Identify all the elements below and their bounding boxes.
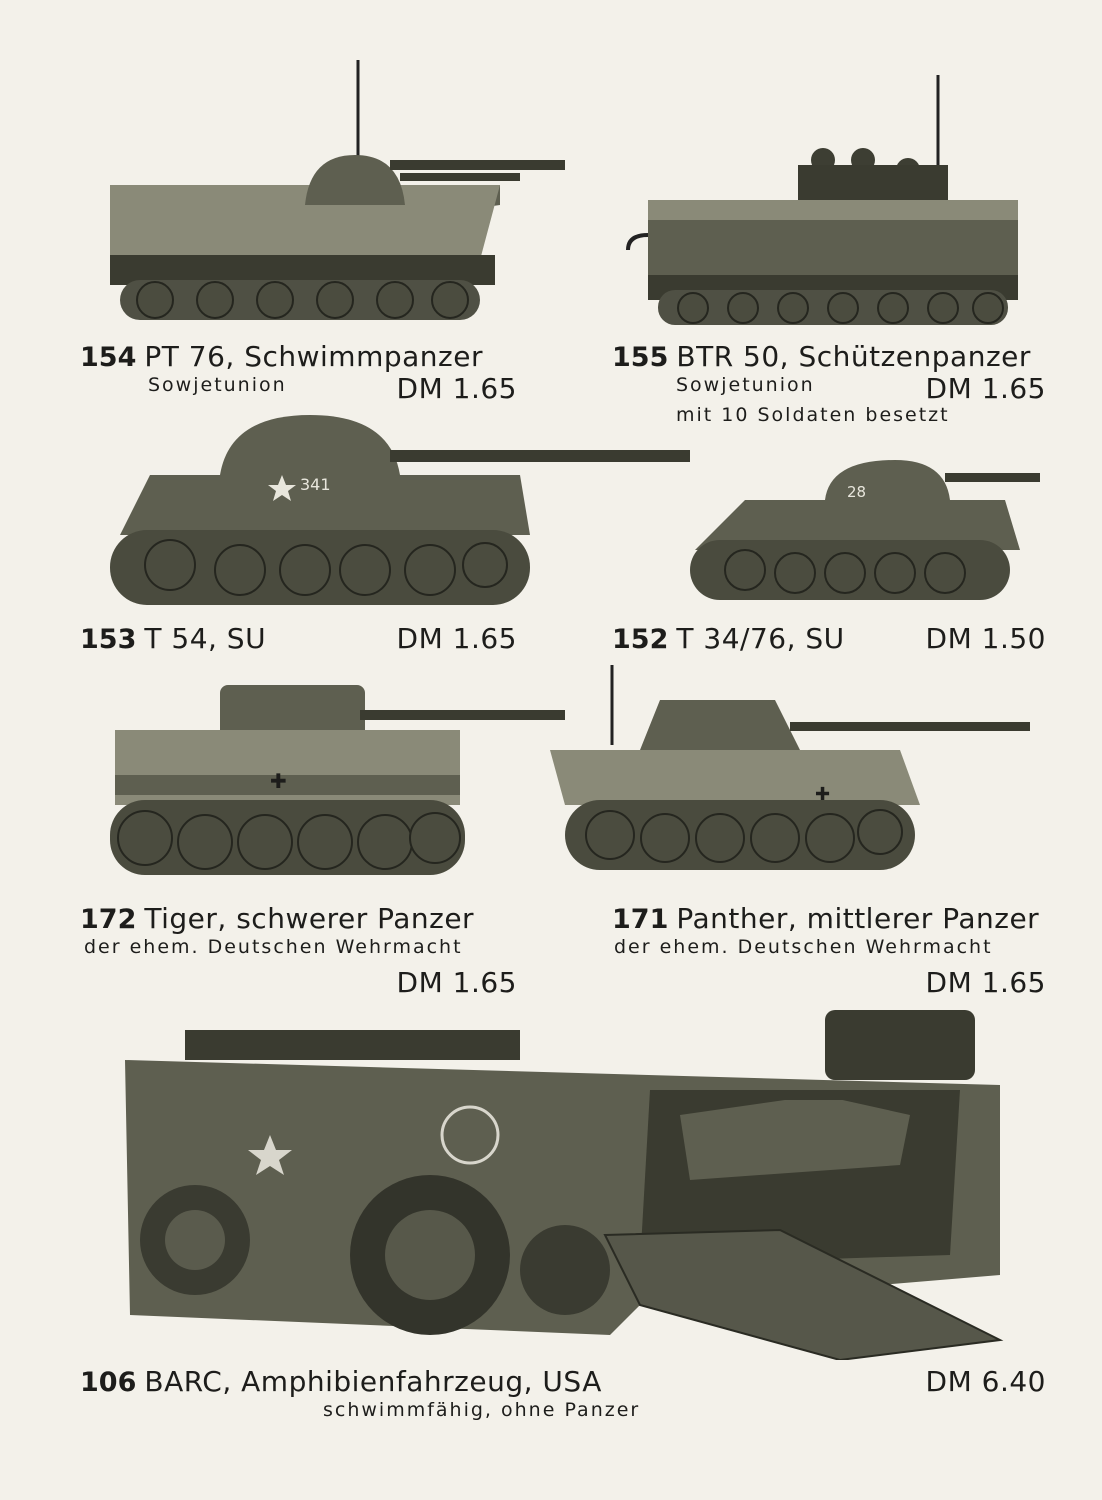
item-number: 153 bbox=[80, 624, 137, 655]
item-number: 171 bbox=[612, 904, 669, 935]
barc-image bbox=[120, 1005, 1010, 1360]
item-price: DM 1.65 bbox=[396, 372, 517, 405]
t54-marking: 341 bbox=[300, 475, 331, 494]
item-price: DM 1.50 bbox=[925, 622, 1046, 655]
item-name: BARC, Amphibienfahrzeug, USA bbox=[144, 1365, 602, 1398]
t54-image: 341 bbox=[100, 405, 695, 610]
item-note: mit 10 Soldaten besetzt bbox=[676, 404, 950, 426]
svg-text:✚: ✚ bbox=[815, 784, 830, 805]
item-name: T 54, SU bbox=[144, 622, 267, 655]
item-name: Panther, mittlerer Panzer bbox=[676, 902, 1040, 935]
pt76-image bbox=[100, 55, 570, 330]
item-name: Tiger, schwerer Panzer bbox=[144, 902, 475, 935]
item-name: T 34/76, SU bbox=[676, 622, 845, 655]
item-name: BTR 50, Schützenpanzer bbox=[676, 340, 1031, 373]
item-number: 154 bbox=[80, 342, 137, 373]
btr50-image bbox=[618, 70, 1028, 330]
item-price: DM 1.65 bbox=[396, 622, 517, 655]
item-number: 172 bbox=[80, 904, 137, 935]
item-origin: der ehem. Deutschen Wehrmacht bbox=[84, 936, 463, 958]
item-origin: Sowjetunion bbox=[676, 374, 815, 396]
item-origin: der ehem. Deutschen Wehrmacht bbox=[614, 936, 993, 958]
svg-text:✚: ✚ bbox=[270, 769, 287, 793]
panther-image: ✚ bbox=[540, 660, 1035, 875]
item-price: DM 1.65 bbox=[925, 372, 1046, 405]
item-number: 152 bbox=[612, 624, 669, 655]
item-number: 155 bbox=[612, 342, 669, 373]
item-price: DM 1.65 bbox=[396, 966, 517, 999]
item-number: 106 bbox=[80, 1367, 137, 1398]
item-origin: Sowjetunion bbox=[148, 374, 287, 396]
item-price: DM 6.40 bbox=[925, 1365, 1046, 1398]
item-note: schwimmfähig, ohne Panzer bbox=[323, 1399, 641, 1421]
item-price: DM 1.65 bbox=[925, 966, 1046, 999]
t34-image: 28 bbox=[685, 455, 1045, 605]
item-name: PT 76, Schwimmpanzer bbox=[144, 340, 483, 373]
t34-marking: 28 bbox=[847, 483, 866, 501]
tiger-image: ✚ bbox=[105, 680, 570, 880]
